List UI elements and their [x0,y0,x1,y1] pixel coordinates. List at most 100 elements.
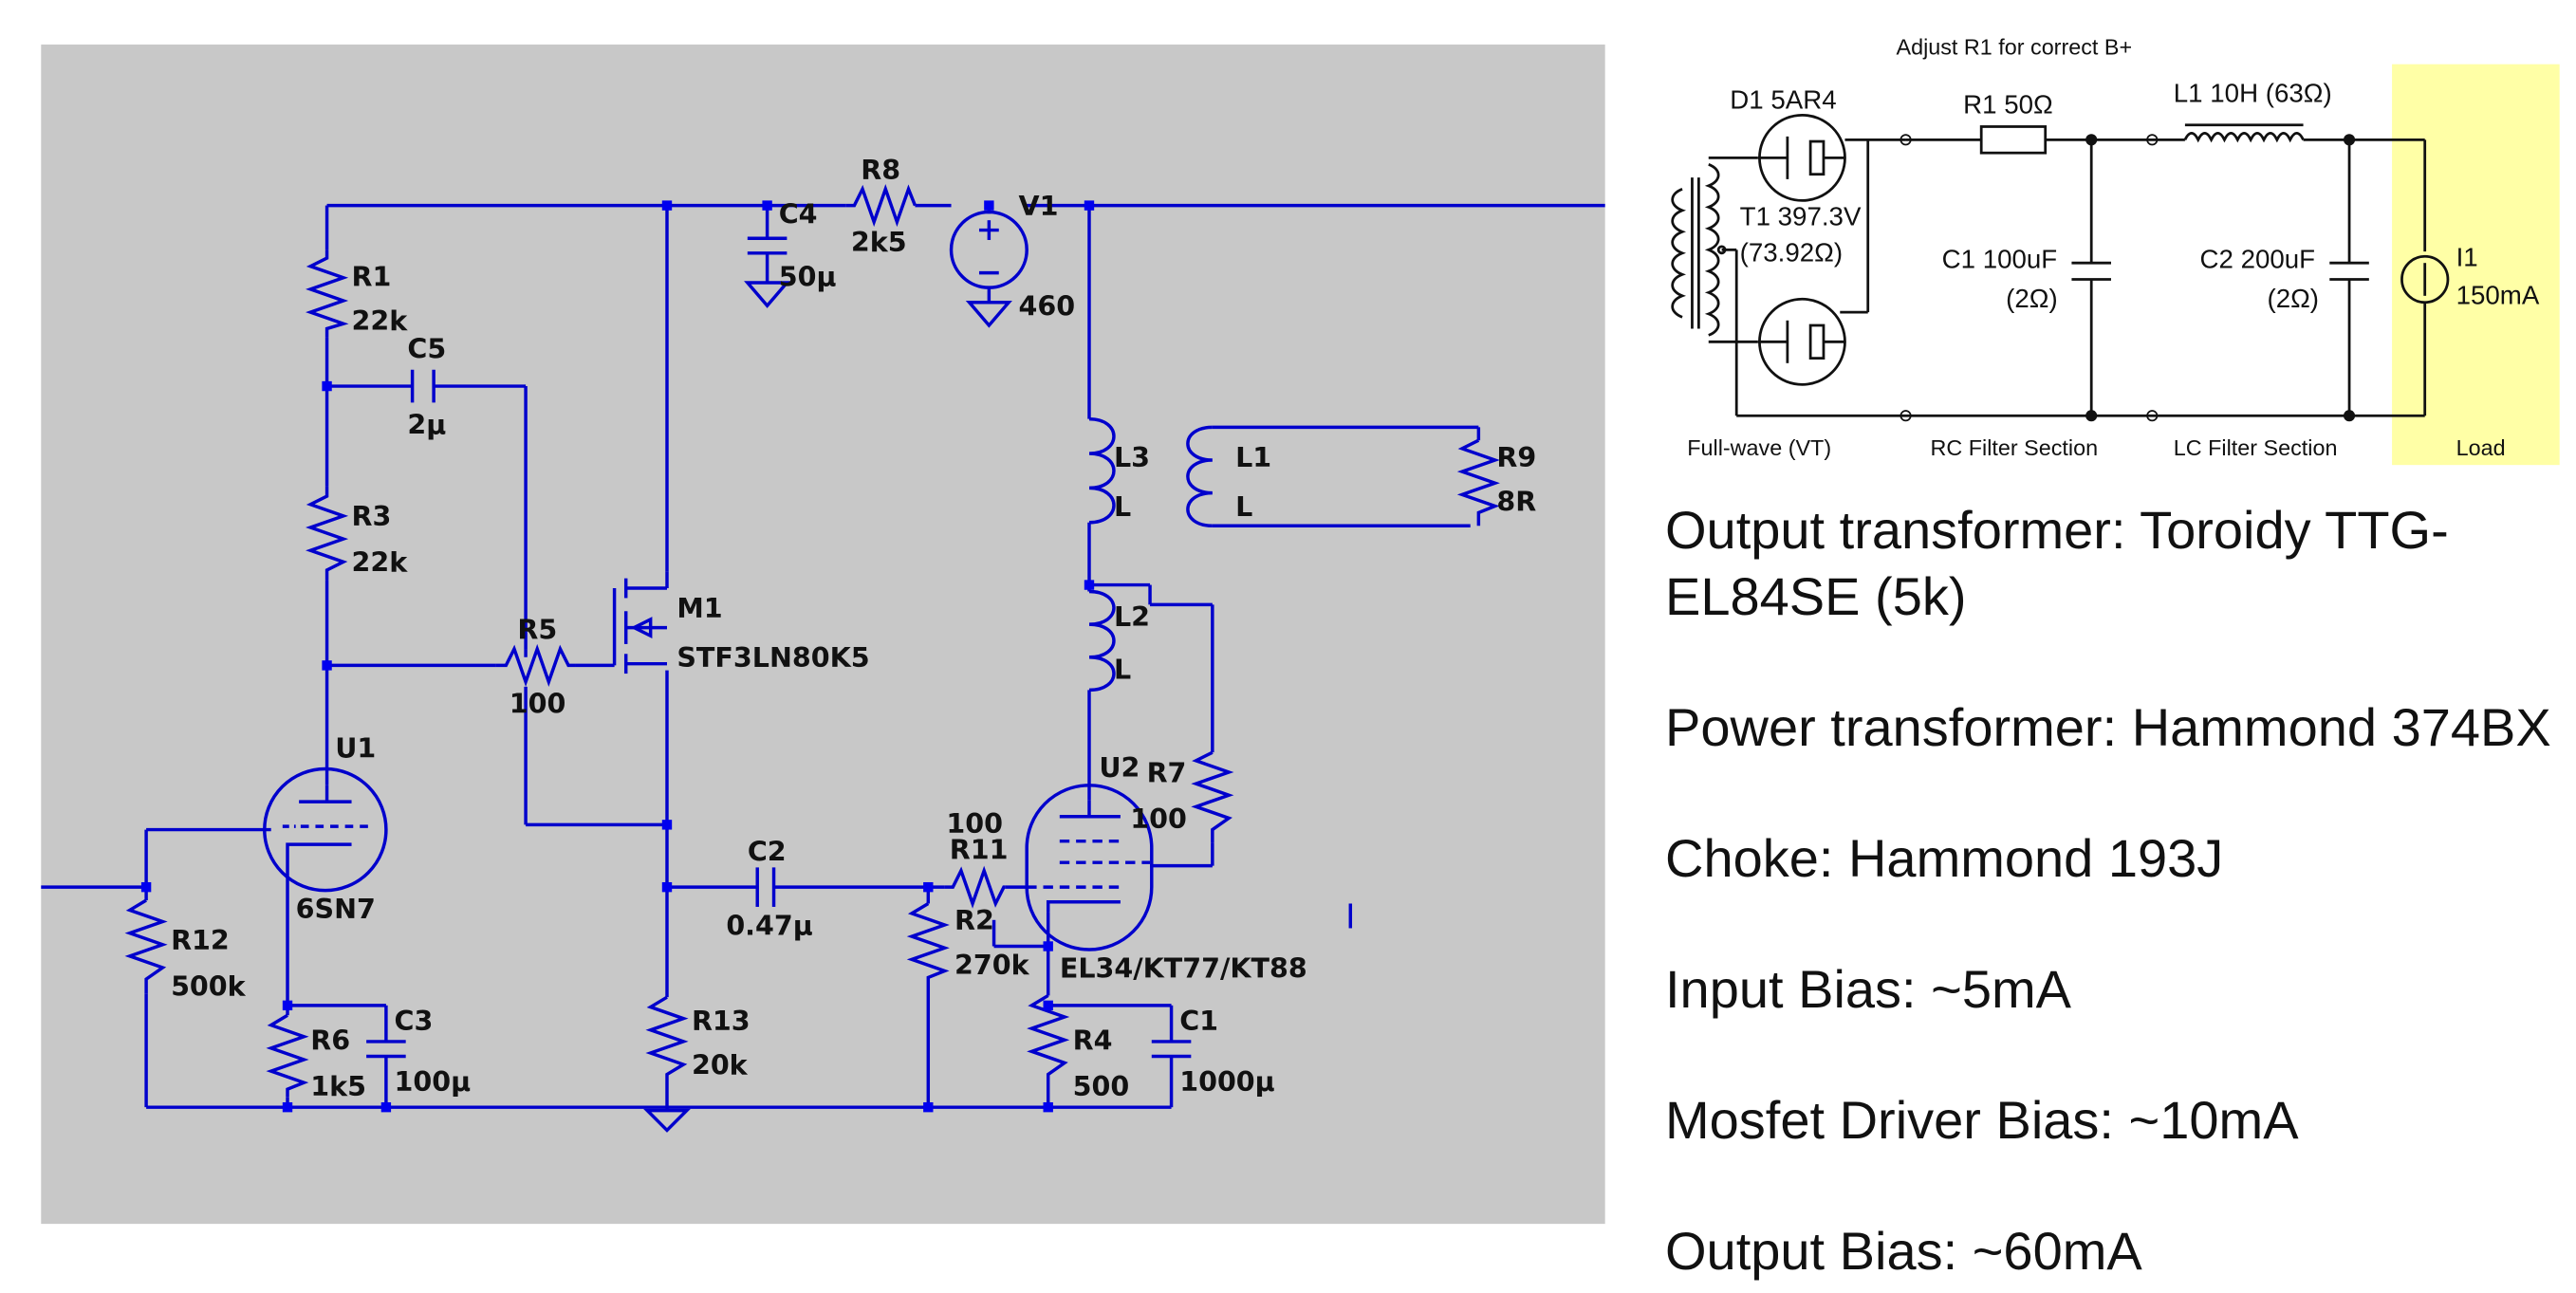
psu-t1-label-b: (73.92Ω) [1740,237,1843,267]
inductors [1088,416,1213,693]
rectifier-d1-icon [1757,113,1906,386]
note-power-transformer: Power transformer: Hammond 374BX [1665,697,2551,757]
note-output-transformer: Output transformer: Toroidy TTG-EL84SE (… [1665,500,2449,626]
psu-i1-label-b: 150mA [2456,280,2540,309]
label-u2-value: EL34/KT77/KT88 [1060,951,1307,984]
psu-t1-label-a: T1 397.3V [1740,201,1862,231]
resistor-r1 [306,249,349,338]
resistors [124,184,1500,1098]
label-c1-value: 1000µ [1179,1065,1274,1098]
psu-c2-label-a: C2 200uF [2199,244,2315,273]
label-r8-value: 2k5 [851,226,907,258]
junction-dots [140,200,1095,1113]
label-r9-value: 8R [1496,486,1536,518]
voltage-source-v1 [949,210,1029,289]
inductor-l3 [1088,416,1116,525]
label-l2-ref: L2 [1114,600,1150,633]
label-u1-ref: U1 [335,731,376,764]
resistor-r8 [845,184,917,228]
label-r4-value: 500 [1073,1070,1130,1102]
load-highlight [2392,64,2560,466]
label-m1-ref: M1 [676,592,722,624]
psu-section-load: Load [2456,435,2506,460]
psu-c1-label-a: C1 100uF [1942,244,2058,273]
psu-section-fullwave: Full-wave (VT) [1687,435,1831,460]
label-r13-value: 20k [692,1049,749,1081]
label-r12-value: 500k [171,970,247,1002]
psu-section-rc: RC Filter Section [1931,435,2099,460]
label-r1-ref: R1 [352,260,392,292]
label-c2-value: 0.47µ [726,909,812,941]
label-r6-ref: R6 [310,1025,350,1057]
label-r13-ref: R13 [692,1005,751,1037]
psu-section-lc: LC Filter Section [2174,435,2338,460]
psu-d1-label: D1 5AR4 [1730,84,1836,114]
resistor-r9 [1456,438,1500,526]
label-r9-ref: R9 [1496,441,1536,473]
label-c4-ref: C4 [779,198,818,231]
label-r6-value: 1k5 [310,1070,366,1102]
psu-l1-label: L1 10H (63Ω) [2174,79,2332,108]
label-c3-ref: C3 [395,1005,434,1037]
label-r3-value: 22k [352,546,409,579]
psu-i1-label-a: I1 [2456,243,2478,272]
resistor-r11 [944,865,1006,909]
mosfet-m1 [612,571,669,674]
resistor-r3 [306,486,349,581]
resistor-r13 [645,995,689,1084]
label-m1-value: STF3LN80K5 [676,641,869,674]
psu-diagram: Adjust R1 for correct B+ [1638,34,2560,466]
psu-c1-label-b: (2Ω) [2006,284,2058,313]
label-r3-ref: R3 [352,500,392,532]
label-c5-value: 2µ [407,408,446,440]
note-mosfet-driver-bias: Mosfet Driver Bias: ~10mA [1665,1090,2299,1150]
label-c4-value: 50µ [779,260,837,292]
capacitors [366,236,1192,1059]
label-c3-value: 100µ [395,1065,472,1098]
notes-panel: Output transformer: Toroidy TTG-EL84SE (… [1665,497,2557,1284]
schematic-background [41,44,1605,1225]
inductor-l1-icon [2183,132,2305,143]
label-r1-value: 22k [352,305,409,337]
note-input-bias: Input Bias: ~5mA [1665,959,2072,1019]
label-c2-ref: C2 [748,835,787,867]
label-r7-ref: R7 [1147,756,1187,788]
transformer-t1-icon [1671,156,1758,416]
resistor-r12 [124,898,168,994]
schematic-labels: R1 22k C5 2µ R3 22k R5 100 M1 STF3LN80K5… [171,154,1536,1102]
label-r8-ref: R8 [861,154,900,186]
label-r11-ref: R11 [950,834,1009,866]
note-choke: Choke: Hammond 193J [1665,828,2224,888]
resistor-r4 [1027,993,1070,1084]
label-v1-ref: V1 [1019,190,1059,222]
ground-symbols [643,281,1012,1133]
label-r5-value: 100 [510,688,566,720]
note-output-bias: Output Bias: ~60mA [1665,1221,2142,1281]
resistor-r6 [266,1013,309,1098]
label-r7-value: 100 [1130,803,1187,835]
psu-r1-label: R1 50Ω [1963,90,2053,120]
label-l3-value: L [1114,490,1131,523]
label-r12-ref: R12 [171,924,230,956]
label-c5-ref: C5 [407,333,446,365]
resistor-r5 [495,643,576,687]
inductor-l2 [1088,589,1116,693]
schematic-wires [41,203,1605,1111]
psu-title: Adjust R1 for correct B+ [1897,34,2133,59]
label-r2-value: 270k [954,949,1030,981]
tube-u1 [263,767,388,893]
label-r2-ref: R2 [954,904,994,936]
label-c1-ref: C1 [1179,1005,1218,1037]
label-l2-value: L [1114,653,1131,685]
inductor-l1 [1186,425,1213,527]
label-l3-ref: L3 [1114,441,1150,473]
label-l1-ref: L1 [1235,441,1271,473]
psu-c2-label-b: (2Ω) [2267,284,2319,313]
label-u1-value: 6SN7 [296,893,376,925]
label-u2-ref: U2 [1099,751,1140,784]
label-r5-ref: R5 [517,614,557,646]
label-r4-ref: R4 [1073,1025,1113,1057]
tube-u2 [1025,784,1154,951]
